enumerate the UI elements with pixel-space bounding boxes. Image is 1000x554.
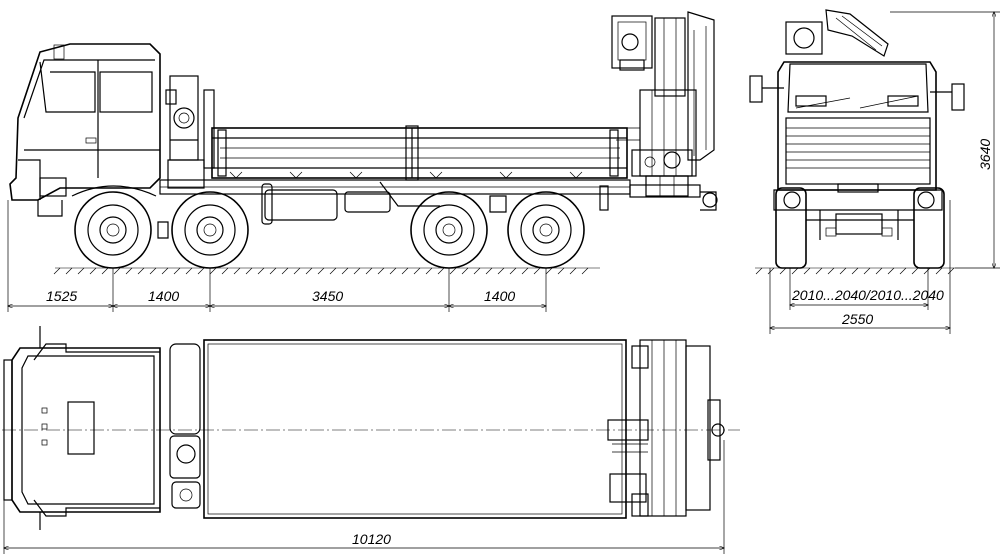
chassis-frame bbox=[159, 179, 718, 225]
wheel-2 bbox=[171, 191, 249, 269]
wheel-1 bbox=[74, 191, 152, 269]
wheel-4 bbox=[507, 191, 585, 269]
dim-front-width: 2550 bbox=[841, 311, 873, 327]
cargo-platform-top bbox=[203, 339, 627, 519]
dim-overall-length: 10120 bbox=[352, 531, 391, 547]
front-tires bbox=[775, 187, 945, 269]
crane-front bbox=[785, 9, 889, 57]
dim-wheelbase-3: 1400 bbox=[484, 288, 515, 304]
plan-length-dim: 10120 bbox=[4, 440, 724, 554]
crane-side bbox=[611, 11, 715, 197]
cab bbox=[9, 43, 161, 217]
cab-front bbox=[749, 61, 965, 211]
dim-front-height: 3640 bbox=[977, 139, 993, 170]
dim-front-track: 2010...2040/2010...2040 bbox=[791, 287, 944, 303]
tank-block bbox=[169, 343, 201, 509]
front-view: 3640 2010...2040/2010...2040 2550 bbox=[749, 9, 1000, 334]
ground-line bbox=[53, 267, 600, 275]
dim-front-overhang: 1525 bbox=[46, 288, 77, 304]
plan-view: 10120 bbox=[2, 326, 740, 554]
dim-wheelbase-2: 3450 bbox=[312, 288, 343, 304]
crane-top bbox=[607, 339, 725, 517]
dim-wheelbase-1: 1400 bbox=[148, 288, 179, 304]
intake-tower bbox=[165, 75, 215, 189]
side-view: 1525 1400 3450 1400 bbox=[8, 11, 718, 312]
cab-top bbox=[3, 326, 161, 530]
wheel-3 bbox=[410, 191, 488, 269]
side-dimension-chain: 1525 1400 3450 1400 bbox=[8, 200, 546, 312]
front-height-dim: 3640 bbox=[890, 12, 1000, 268]
front-track-dims: 2010...2040/2010...2040 2550 bbox=[770, 200, 950, 334]
cargo-body bbox=[211, 125, 628, 181]
